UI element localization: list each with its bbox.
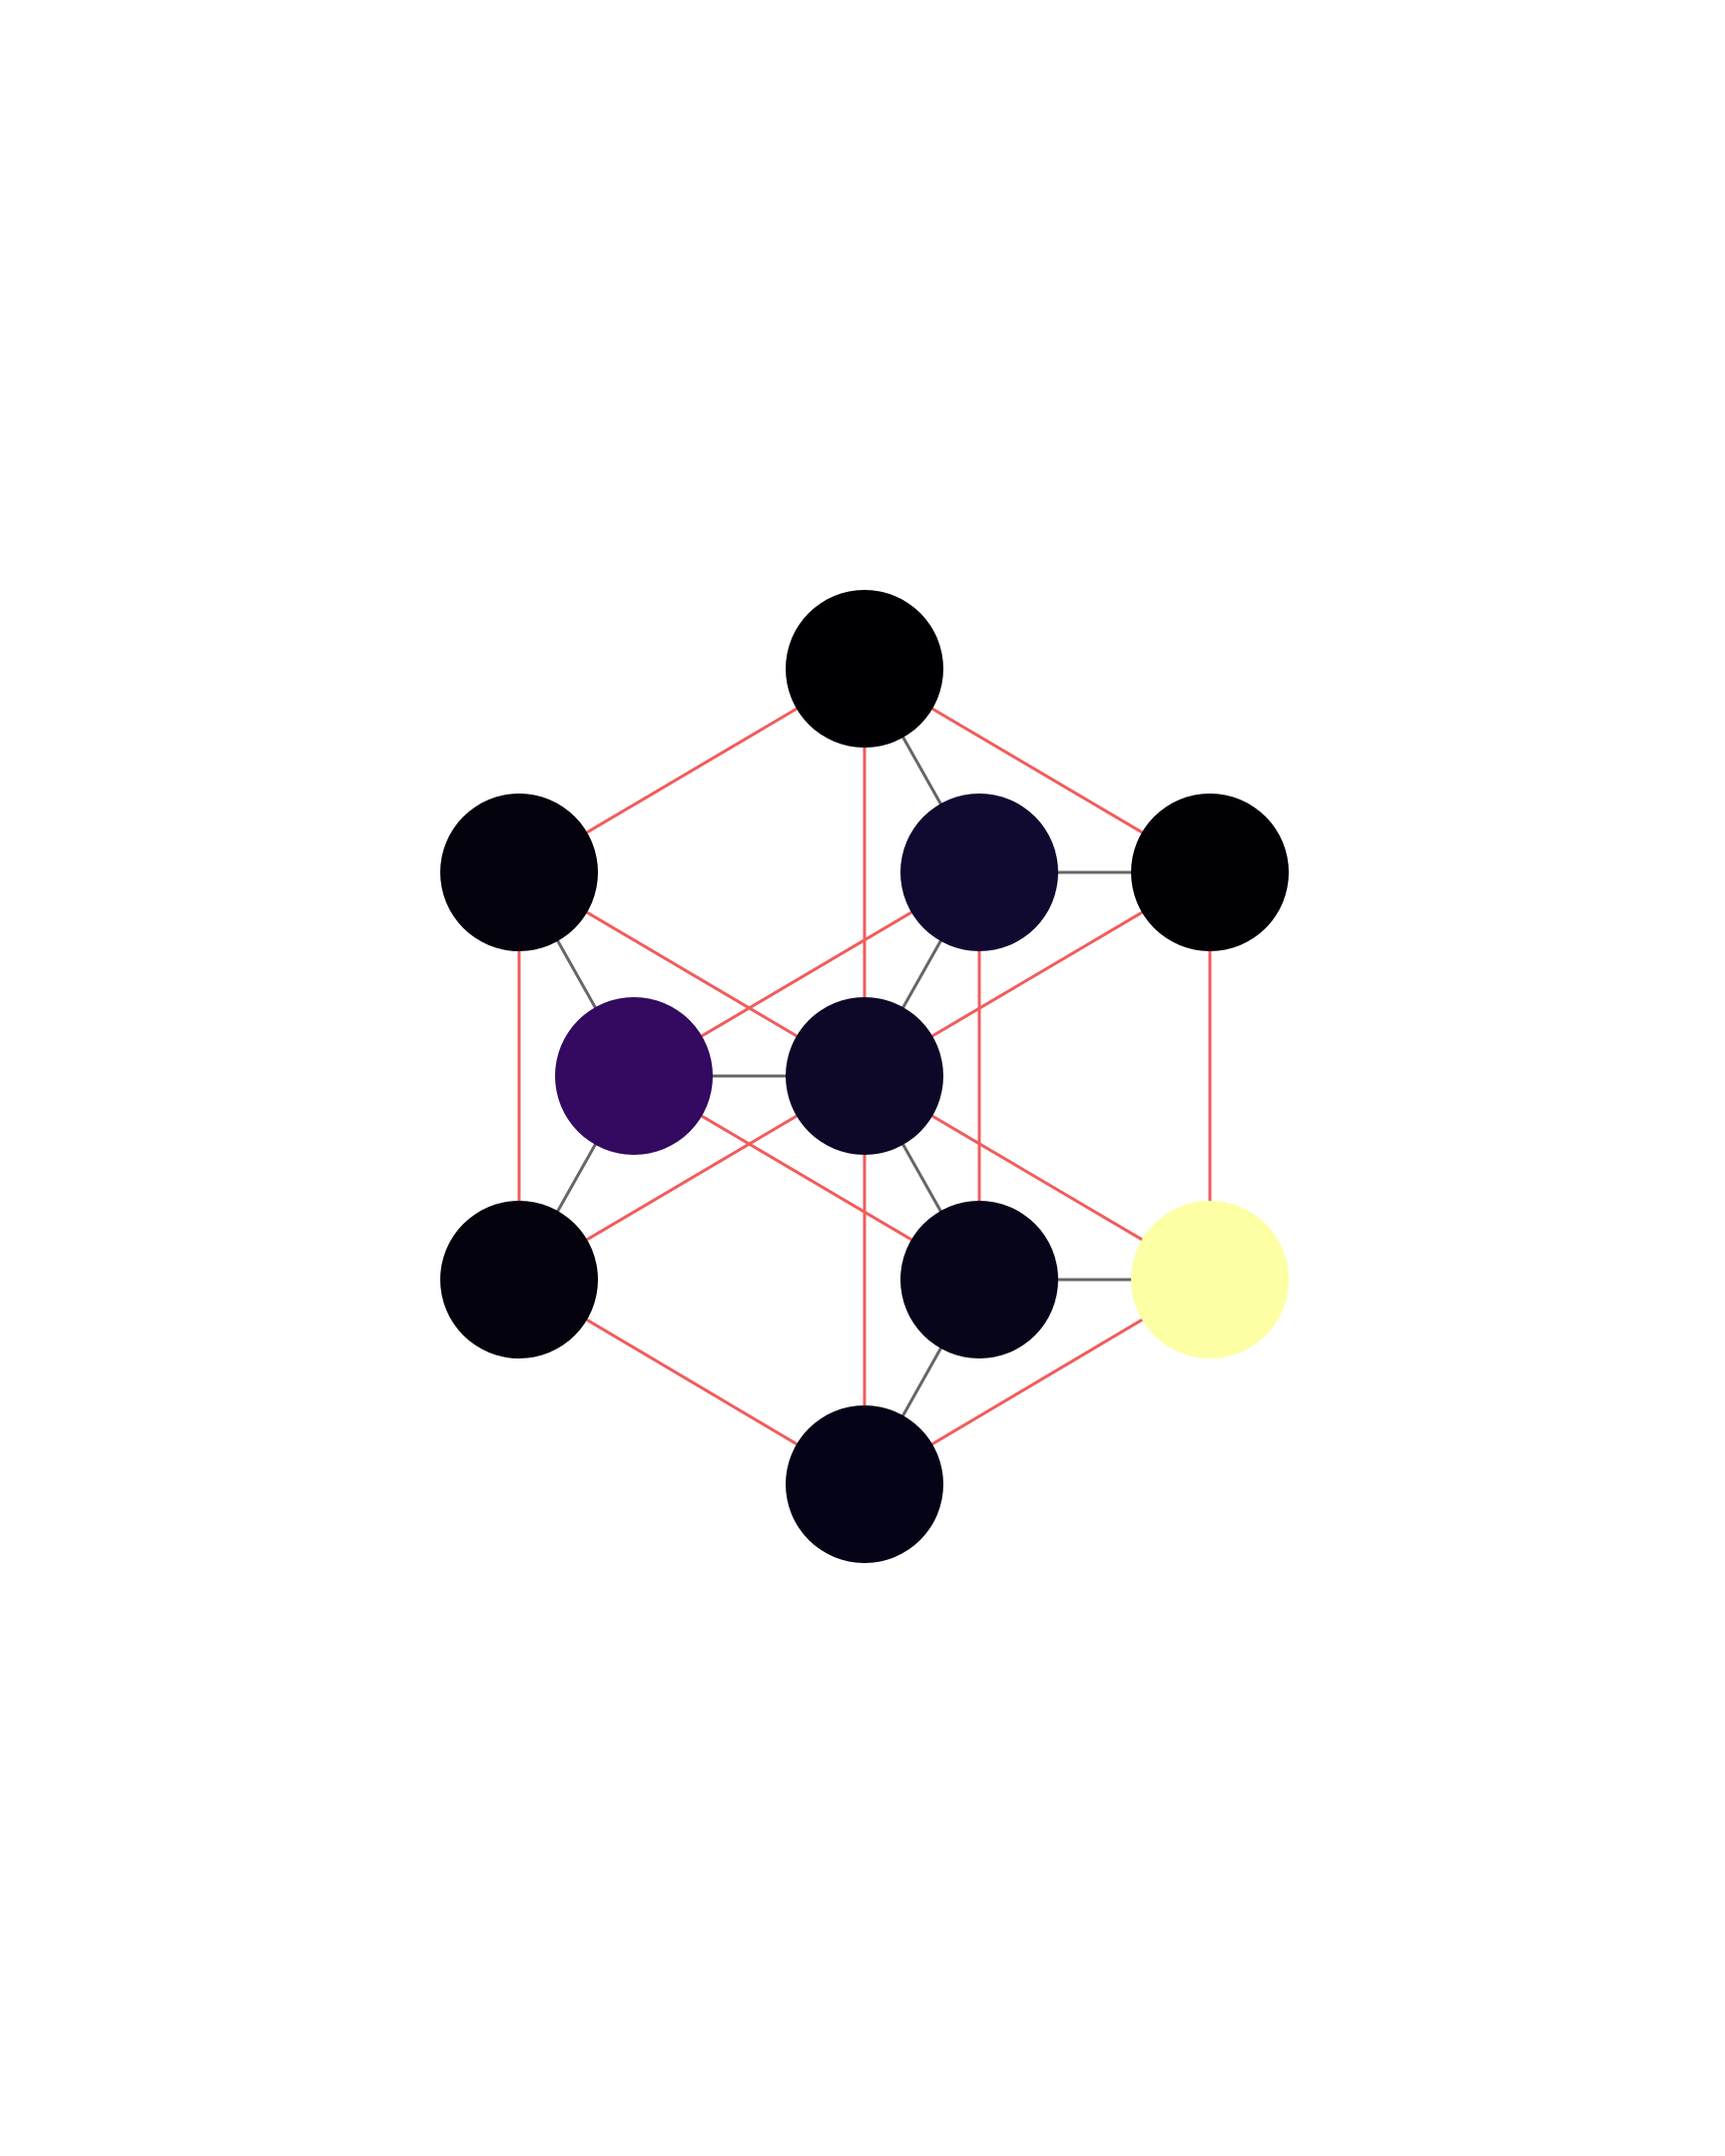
node-center <box>786 997 943 1155</box>
node-top <box>786 590 943 748</box>
node-lower-left <box>440 1201 598 1358</box>
node-lower-right <box>1131 1201 1289 1358</box>
nodes-layer <box>440 590 1289 1563</box>
node-upper-right <box>1131 794 1289 951</box>
node-inner-top <box>900 794 1058 951</box>
node-inner-left <box>555 997 713 1155</box>
node-bottom <box>786 1405 943 1563</box>
node-inner-bottom <box>900 1201 1058 1358</box>
node-upper-left <box>440 794 598 951</box>
